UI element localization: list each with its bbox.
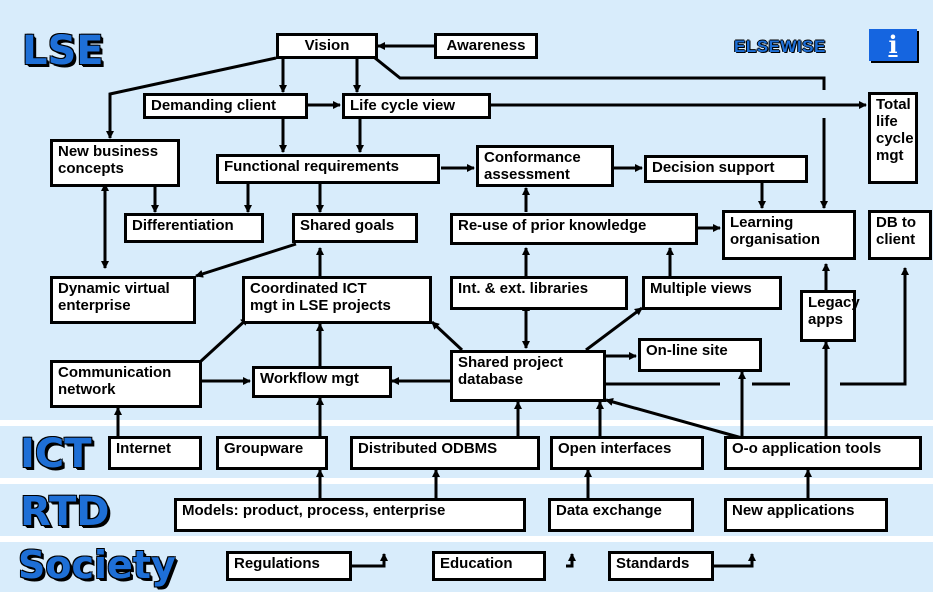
node-awareness: Awareness bbox=[434, 33, 538, 59]
node-reuse-prior-knowledge: Re-use of prior knowledge bbox=[450, 213, 698, 245]
section-label-ict: ICT bbox=[20, 431, 92, 477]
node-open-interfaces: Open interfaces bbox=[550, 436, 704, 470]
node-demanding-client: Demanding client bbox=[143, 93, 308, 119]
node-multiple-views: Multiple views bbox=[642, 276, 782, 310]
section-label-lse: LSE bbox=[22, 28, 104, 74]
node-decision-support: Decision support bbox=[644, 155, 808, 183]
node-distributed-odbms: Distributed ODBMS bbox=[350, 436, 540, 470]
node-life-cycle-view: Life cycle view bbox=[342, 93, 491, 119]
node-education: Education bbox=[432, 551, 546, 581]
node-dynamic-virtual-enterprise: Dynamic virtual enterprise bbox=[50, 276, 196, 324]
node-legacy-apps: Legacy apps bbox=[800, 290, 860, 342]
node-standards: Standards bbox=[608, 551, 714, 581]
node-functional-requirements: Functional requirements bbox=[216, 154, 440, 184]
node-models: Models: product, process, enterprise bbox=[174, 498, 526, 532]
node-groupware: Groupware bbox=[216, 436, 328, 470]
node-learning-organisation: Learning organisation bbox=[722, 210, 856, 260]
node-new-applications: New applications bbox=[724, 498, 888, 532]
node-db-to-client: DB to client bbox=[868, 210, 932, 260]
node-oo-application-tools: O-o application tools bbox=[724, 436, 922, 470]
node-vision: Vision bbox=[276, 33, 378, 59]
brand-logo: ELSEWISE bbox=[734, 37, 826, 56]
node-total-life-cycle-mgt: Total life cycle mgt bbox=[868, 92, 918, 184]
node-workflow-mgt: Workflow mgt bbox=[252, 366, 392, 398]
info-icon[interactable]: i bbox=[869, 29, 917, 61]
node-on-line-site: On-line site bbox=[638, 338, 762, 372]
node-data-exchange: Data exchange bbox=[548, 498, 694, 532]
node-differentiation: Differentiation bbox=[124, 213, 264, 243]
node-conformance-assessment: Conformance assessment bbox=[476, 145, 614, 187]
section-label-rtd: RTD bbox=[20, 489, 110, 535]
node-shared-project-database: Shared project database bbox=[450, 350, 606, 402]
node-shared-goals: Shared goals bbox=[292, 213, 418, 243]
node-communication-network: Communication network bbox=[50, 360, 202, 408]
section-label-society: Society bbox=[18, 543, 176, 587]
node-libraries: Int. & ext. libraries bbox=[450, 276, 628, 310]
node-coordinated-ict-mgt: Coordinated ICT mgt in LSE projects bbox=[242, 276, 432, 324]
node-internet: Internet bbox=[108, 436, 202, 470]
node-new-business-concepts: New business concepts bbox=[50, 139, 180, 187]
node-regulations: Regulations bbox=[226, 551, 352, 581]
